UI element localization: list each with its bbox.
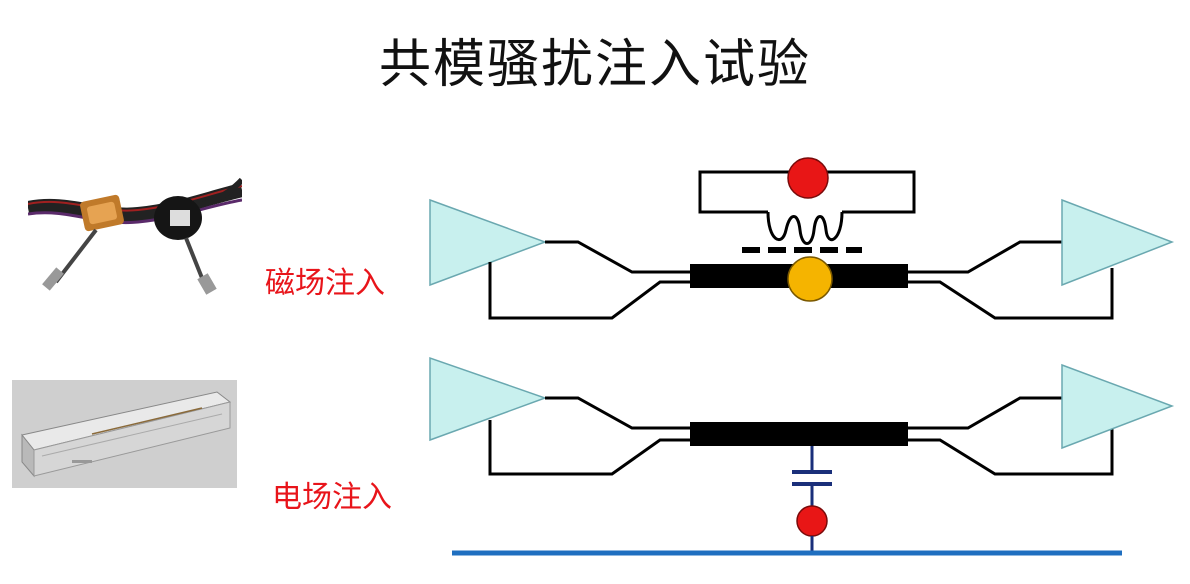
left-wire-top-magnetic [545, 240, 692, 274]
page-title: 共模骚扰注入试验 [378, 35, 811, 95]
right-amplifier-magnetic [1061, 198, 1175, 287]
yellow-conductor [787, 256, 833, 302]
magnetic-injection-label: 磁场注入 [265, 266, 385, 301]
right-wire-top-electric [906, 396, 1062, 430]
clamp-coil [766, 211, 844, 245]
cable-bundle-electric [690, 422, 908, 446]
right-wire-bottom-electric [906, 424, 1114, 476]
left-wire-bottom-electric [488, 420, 692, 476]
current-clamp-photo [28, 177, 242, 295]
left-amplifier-electric [429, 356, 548, 442]
right-wire-bottom-magnetic [906, 268, 1114, 320]
magnetic-row [429, 157, 1175, 320]
electric-injection-label: 电场注入 [272, 480, 392, 515]
electric-row [429, 356, 1175, 556]
right-amplifier-electric [1061, 363, 1175, 450]
left-wire-top-electric [545, 396, 692, 430]
stripline-photo [12, 380, 237, 488]
red-source-electric [796, 505, 828, 537]
left-amplifier-magnetic [429, 198, 548, 287]
left-wire-bottom-magnetic [488, 262, 692, 320]
red-source-magnetic [787, 157, 829, 199]
right-wire-top-magnetic [906, 240, 1062, 274]
